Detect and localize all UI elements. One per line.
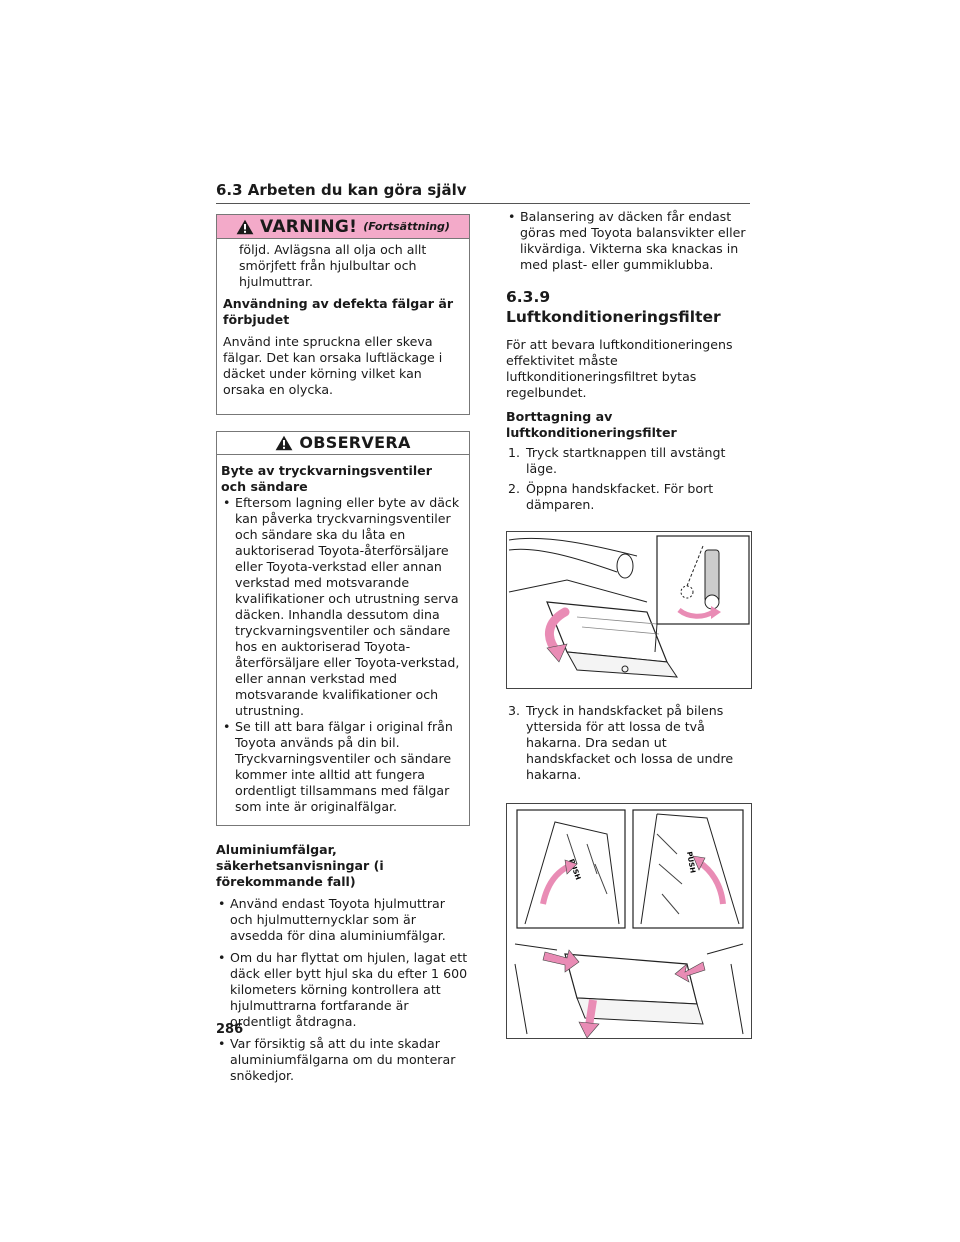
glovebox-damper-drawing [508,535,750,678]
warning-title: VARNING! [260,216,358,237]
warning-box: VARNING! (Fortsättning) följd. Avlägsna … [216,214,470,415]
list-item: Om du har flyttat om hjulen, lagat ett d… [216,950,470,1030]
glovebox-release-drawing: PUSH PUSH [514,809,744,1039]
step-item: 3.Tryck in handskfacket på bilens ytters… [508,703,734,782]
right-column: Balansering av däcken får endast göras m… [506,209,752,1039]
glovebox-release-illustration: PUSH PUSH [506,803,752,1039]
step-item: 2.Öppna handskfacket. För bort dämparen. [508,481,714,512]
left-column: VARNING! (Fortsättning) följd. Avlägsna … [216,214,470,1090]
list-item: Balansering av däcken får endast göras m… [506,209,752,273]
warning-intro: följd. Avlägsna all olja och allt smörjf… [239,242,427,289]
alu-heading: Aluminiumfälgar, säkerhetsanvisningar (i… [216,842,384,889]
observera-heading: Byte av tryckvarningsventiler och sändar… [221,463,432,494]
observera-header: OBSERVERA [217,432,469,455]
caution-triangle-icon [275,435,293,451]
list-item: Använd endast Toyota hjulmuttrar och hju… [216,896,470,944]
filter-intro: För att bevara luftkonditioneringens eff… [506,337,733,400]
glovebox-damper-illustration [506,531,752,689]
observera-title: OBSERVERA [299,433,411,452]
alu-list: Använd endast Toyota hjulmuttrar och hju… [216,896,470,1084]
observera-list: Eftersom lagning eller byte av däck kan … [221,495,461,815]
list-item: Se till att bara fälgar i original från … [221,719,461,815]
steps-list-2: 3.Tryck in handskfacket på bilens ytters… [506,703,752,783]
push-label-right: PUSH [685,851,697,874]
balance-list: Balansering av däcken får endast göras m… [506,209,752,273]
warning-triangle-icon [236,219,254,234]
warning-text: Använd inte spruckna eller skeva fälgar.… [223,334,443,397]
list-item: Eftersom lagning eller byte av däck kan … [221,495,461,719]
section-header: 6.3 Arbeten du kan göra själv [216,180,750,204]
warning-continued: (Fortsättning) [363,219,450,233]
step-item: 1.Tryck startknappen till avstängt läge. [508,445,726,476]
warning-header: VARNING! (Fortsättning) [217,215,469,239]
steps-list: 1.Tryck startknappen till avstängt läge.… [506,445,752,513]
observera-box: OBSERVERA Byte av tryckvarningsventiler … [216,431,470,826]
warning-heading: Användning av defekta fälgar är förbjude… [223,296,454,327]
page-number: 286 [216,1022,244,1037]
list-item: Var försiktig så att du inte skadar alum… [216,1036,470,1084]
section-title: 6.3.9 Luftkonditioneringsfilter [506,288,721,326]
removal-heading: Borttagning av luftkonditioneringsfilter [506,409,677,440]
